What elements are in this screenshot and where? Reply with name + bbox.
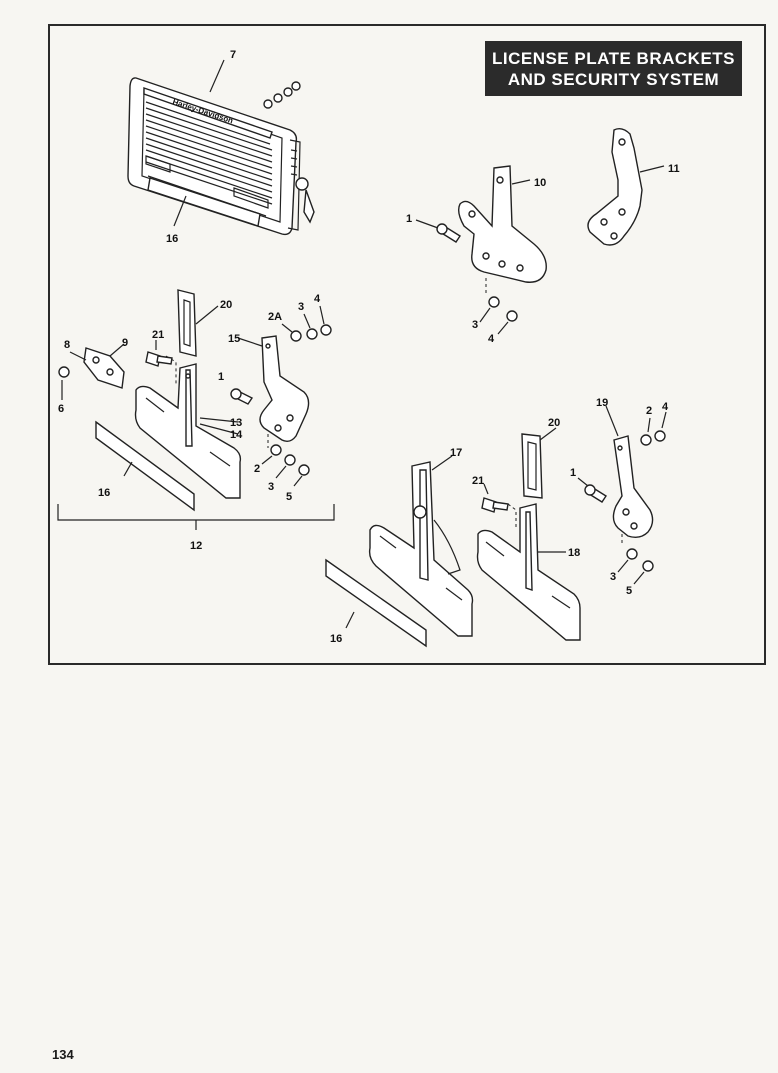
part-9-bracket [58, 343, 125, 400]
license-plate-frame: Harley-Davidson [127, 59, 315, 236]
callout-14: 14 [230, 429, 243, 441]
callout-4-mid: 4 [314, 293, 321, 305]
part-18-plate-bracket [476, 503, 581, 641]
callout-6: 6 [58, 403, 64, 415]
callout-4-top: 4 [488, 333, 495, 345]
callout-20-right: 20 [548, 417, 560, 429]
callout-3-top: 3 [472, 319, 478, 331]
callout-18: 18 [568, 547, 580, 559]
hardware-left [261, 305, 332, 487]
callout-11: 11 [668, 163, 680, 175]
page-number: 134 [52, 1047, 74, 1062]
diagram-frame [48, 24, 766, 665]
callout-3-lower: 3 [268, 481, 274, 493]
group-12-bracket-line [57, 504, 335, 530]
callout-15: 15 [228, 333, 240, 345]
callout-2A: 2A [268, 311, 282, 323]
callout-1-top: 1 [406, 213, 412, 225]
part-16-reflector-left [95, 420, 195, 512]
part-11-bracket [587, 127, 665, 246]
callout-13: 13 [230, 417, 242, 429]
part-21-bolt-right [481, 483, 517, 530]
part-20-slide-left [177, 289, 219, 357]
callout-1-mid: 1 [218, 371, 224, 383]
callout-5-right: 5 [626, 585, 632, 597]
callout-21-left: 21 [152, 329, 164, 341]
callout-9: 9 [122, 337, 128, 349]
part-17-hinged-bracket [368, 455, 474, 637]
callout-16-center: 16 [330, 633, 342, 645]
part-21-bolt-left [145, 340, 177, 386]
callout-7: 7 [230, 49, 236, 61]
callout-16-top: 16 [166, 233, 178, 245]
title-line-2: AND SECURITY SYSTEM [507, 69, 720, 89]
part-19-bracket [577, 405, 667, 585]
callout-16-left: 16 [98, 487, 110, 499]
callout-8: 8 [64, 339, 70, 351]
page-title: LICENSE PLATE BRACKETS AND SECURITY SYST… [485, 41, 742, 96]
callout-2-right: 2 [646, 405, 652, 417]
callout-5-left: 5 [286, 491, 292, 503]
callout-20-left: 20 [220, 299, 232, 311]
callout-17: 17 [450, 447, 462, 459]
part-15-bracket [230, 335, 310, 448]
callout-3-right: 3 [610, 571, 616, 583]
callout-10: 10 [534, 177, 546, 189]
callout-4-right: 4 [662, 401, 669, 413]
part-20-slide-right [521, 427, 557, 499]
callout-12: 12 [190, 540, 202, 552]
title-line-1: LICENSE PLATE BRACKETS [491, 48, 736, 68]
callout-21-right: 21 [472, 475, 484, 487]
callout-2-mid: 2 [254, 463, 260, 475]
part-10-bracket [415, 165, 547, 335]
part-16-reflector-center [325, 558, 427, 648]
callout-19: 19 [596, 397, 608, 409]
callout-3-mid: 3 [298, 301, 304, 313]
part-13-14-plate-bracket [134, 363, 242, 499]
callout-1-right: 1 [570, 467, 576, 479]
